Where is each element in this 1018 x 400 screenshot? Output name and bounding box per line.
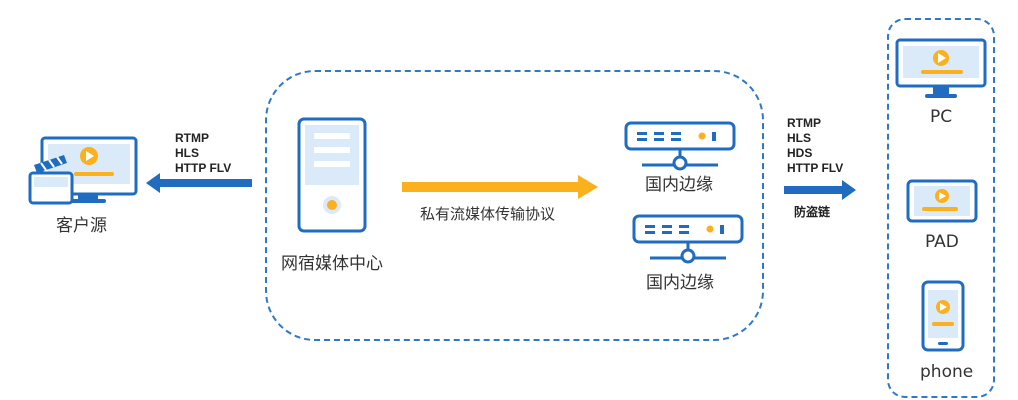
protocol-list-right: RTMP HLS HDS HTTP FLV: [787, 116, 843, 176]
protocol-item: HTTP FLV: [175, 161, 232, 175]
protocol-item: HLS: [175, 146, 199, 160]
device-label-pad: PAD: [925, 232, 959, 252]
edge-server-icon: [632, 214, 744, 264]
anti-leech-label: 防盗链: [794, 205, 831, 219]
edge-label: 国内边缘: [645, 175, 713, 195]
protocol-item: RTMP: [175, 131, 209, 145]
arrow-transfer: [402, 175, 598, 199]
cdn-region-box: [265, 70, 764, 341]
media-center-label: 网宿媒体中心: [281, 254, 383, 274]
device-label-pc: PC: [930, 107, 953, 127]
protocol-item: HLS: [787, 131, 811, 145]
edge-server-icon: [624, 121, 736, 171]
customer-source: 客户源: [24, 135, 140, 245]
protocol-list-left: RTMP HLS HTTP FLV: [175, 131, 231, 176]
customer-source-label: 客户源: [56, 216, 107, 236]
arrow-right: [784, 180, 856, 200]
device-label-phone: phone: [920, 362, 974, 382]
server-icon: [297, 117, 367, 233]
tablet-icon: [906, 179, 978, 223]
protocol-item: RTMP: [787, 116, 821, 130]
protocol-item: HDS: [787, 146, 813, 160]
monitor-video-icon: [28, 136, 138, 205]
transfer-protocol-label: 私有流媒体传输协议: [420, 205, 556, 223]
arrow-left: [146, 173, 252, 193]
pc-monitor-icon: [895, 38, 987, 98]
edge-label: 国内边缘: [646, 273, 714, 293]
protocol-item: HTTP FLV: [787, 161, 844, 175]
devices-box: [887, 18, 995, 398]
phone-icon: [921, 280, 965, 352]
